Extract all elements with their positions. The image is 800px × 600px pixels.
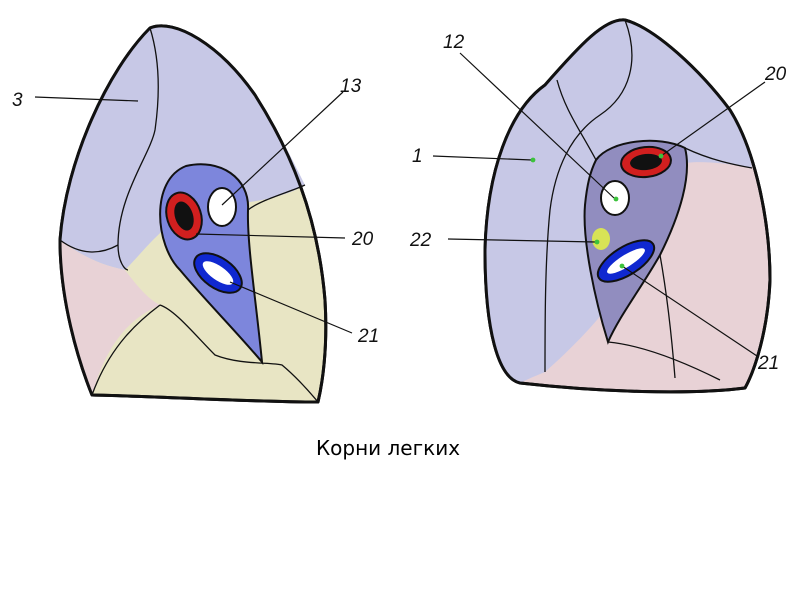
label-20-right: 20: [764, 64, 787, 85]
pointer-dot-21: [619, 263, 625, 269]
left-pulmonary-vein: [193, 252, 243, 294]
pointer-dot-12: [613, 196, 619, 202]
left-pink-segment: [60, 240, 160, 395]
caption: Корни легких: [315, 436, 461, 460]
right-pulmonary-vein: [596, 239, 656, 283]
right-pulmonary-artery: [620, 145, 672, 179]
label-21-left: 21: [357, 326, 379, 347]
pointer-dot-22: [594, 239, 600, 245]
label-13: 13: [340, 76, 362, 97]
left-pulmonary-artery: [165, 191, 203, 241]
label-20-left: 20: [351, 229, 374, 250]
left-lung: 3 13 20 21: [12, 24, 379, 404]
left-upper-lobe: [60, 25, 305, 270]
label-12: 12: [443, 32, 465, 53]
right-lung: 12 20 1 22 21: [409, 18, 787, 394]
label-21-right: 21: [757, 353, 779, 374]
pointer-dot-1: [530, 157, 536, 163]
right-lymph-node: [592, 228, 610, 250]
label-3: 3: [12, 90, 23, 111]
left-bronchus: [207, 187, 237, 227]
pointer-dot-20: [658, 153, 664, 159]
label-22: 22: [409, 230, 432, 251]
label-1: 1: [412, 146, 423, 167]
